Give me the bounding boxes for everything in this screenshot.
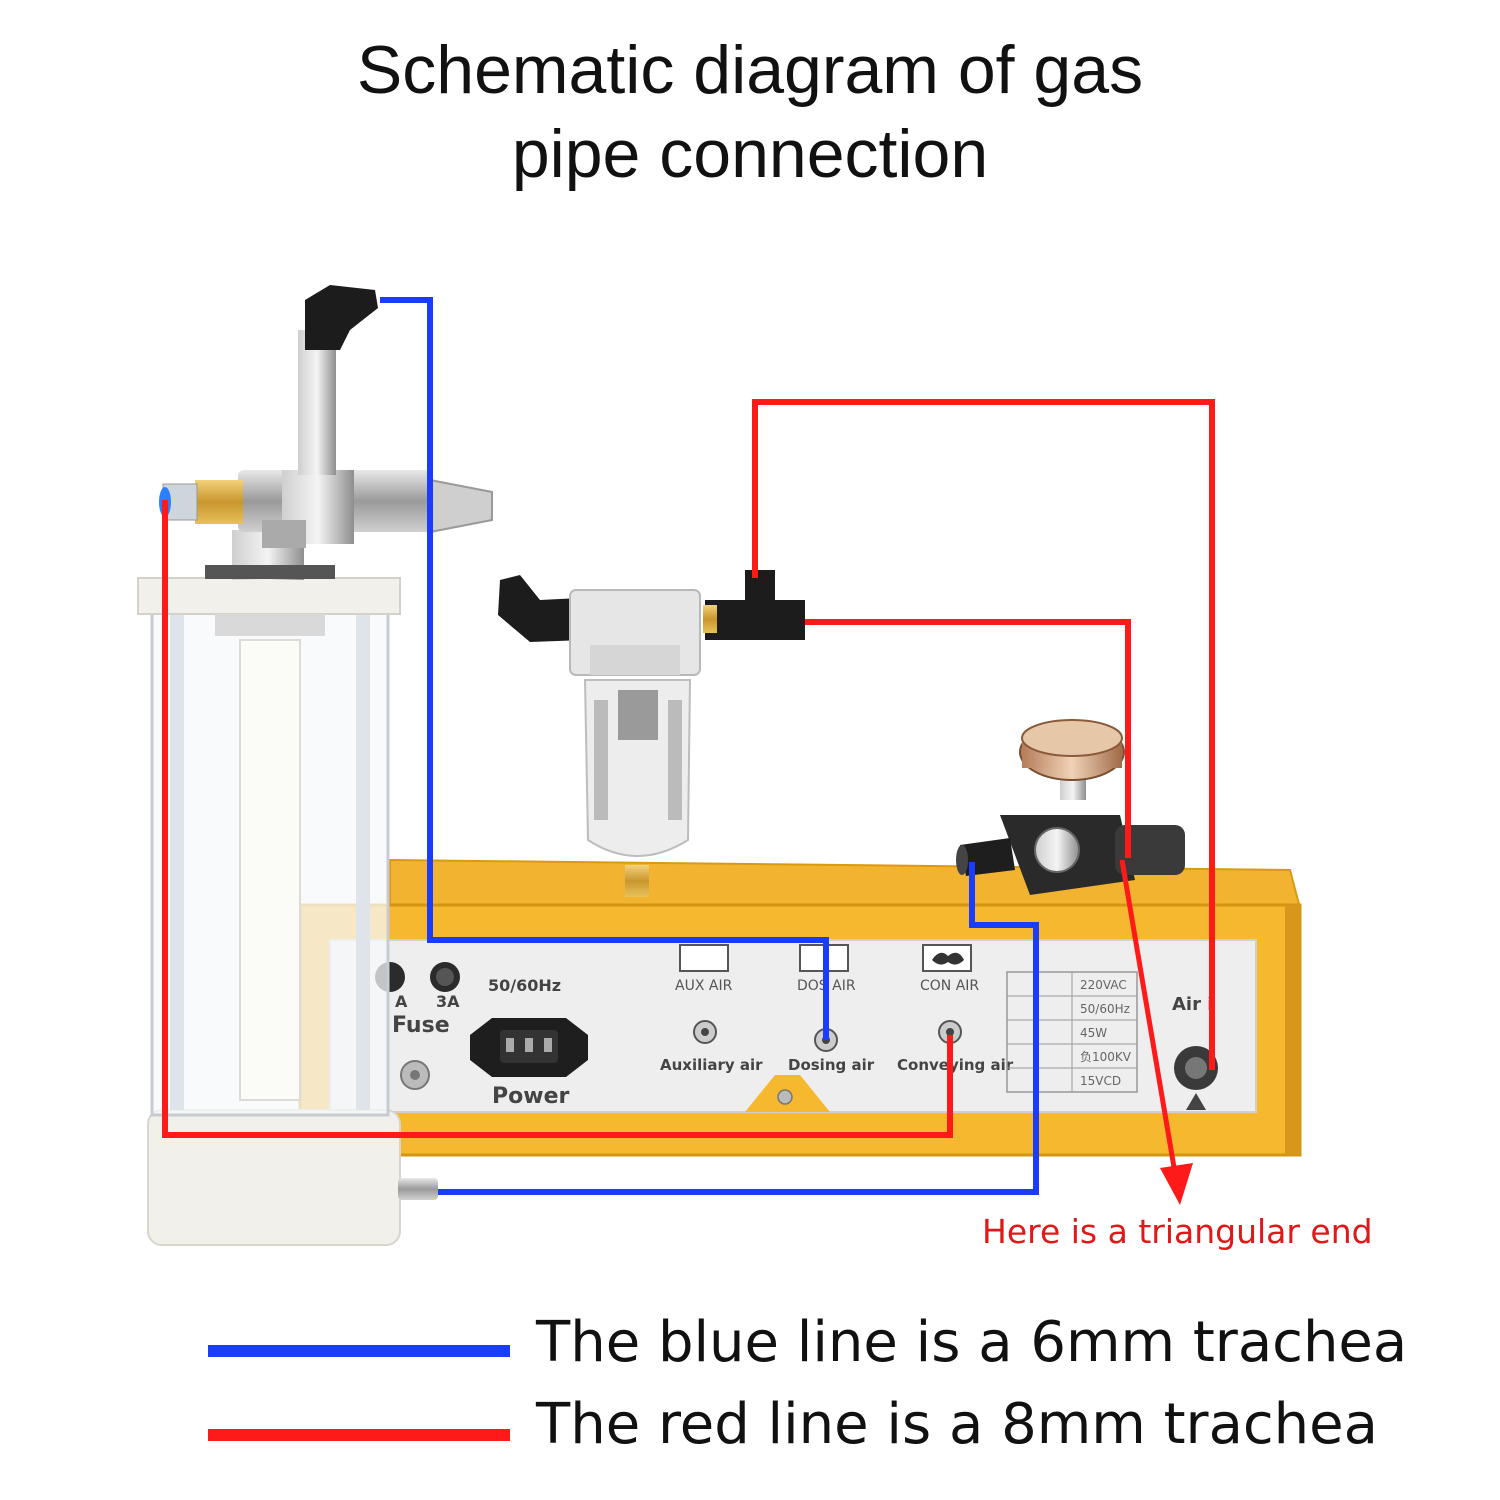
conveying-air-label: Conveying air — [897, 1056, 1014, 1074]
annotation-arrowhead — [1160, 1163, 1193, 1205]
top-elbow-fitting — [305, 285, 378, 350]
power-label: Power — [492, 1084, 569, 1109]
red-tube-injector-to-conveying — [162, 500, 953, 1138]
annotation-arrow-line — [1119, 859, 1180, 1186]
spec-value-3: 45W — [1080, 1026, 1107, 1040]
air-filter — [498, 570, 805, 897]
blue-tube-elbow-to-dosing — [380, 297, 829, 1040]
title-line-1: Schematic diagram of gas — [356, 32, 1144, 108]
spec-value-4: 负100KV — [1080, 1050, 1132, 1064]
spec-value-5: 15VCD — [1080, 1074, 1121, 1088]
legend: The blue line is a 6mm trachea The red l… — [0, 1300, 1500, 1480]
cabinet-side-shade — [1285, 905, 1300, 1155]
tank-top-cap — [137, 577, 401, 615]
legend-red-text: The red line is a 8mm trachea — [536, 1392, 1378, 1457]
brass-connector — [195, 480, 243, 524]
injector-nozzle — [429, 478, 493, 534]
spec-value-2: 50/60Hz — [1080, 1002, 1130, 1016]
legend-red-swatch — [208, 1429, 510, 1441]
triangular-end-label: Here is a triangular end — [982, 1212, 1373, 1251]
vertical-metal-pipe — [298, 330, 336, 475]
triangular-end-annotation: Here is a triangular end — [982, 859, 1373, 1251]
filter-bowl — [583, 679, 692, 857]
title-line-2: pipe connection — [511, 116, 989, 192]
filter-tee — [705, 570, 805, 640]
air-inlet-label: Air i — [1172, 994, 1213, 1015]
fuse-rating-2: 3A — [436, 992, 460, 1011]
blue-tubes — [380, 297, 1039, 1195]
aux-air-label: Auxiliary air — [660, 1056, 763, 1074]
regulator-elbow — [960, 838, 1015, 876]
spec-value-1: 220VAC — [1080, 978, 1127, 992]
diagram-title: Schematic diagram of gas pipe connection — [0, 28, 1500, 196]
air-inlet-arrow-icon — [1186, 1093, 1206, 1110]
aux-air-icon — [679, 944, 729, 972]
powder-injector — [159, 285, 493, 548]
tank-bottom-base — [147, 1109, 401, 1246]
red-tubes — [162, 399, 1215, 1138]
spec-table: 220VAC 50/60Hz 45W 负100KV 15VCD — [1006, 971, 1138, 1093]
red-tube-tee-to-regulator — [805, 619, 1131, 858]
legend-blue-text: The blue line is a 6mm trachea — [536, 1310, 1408, 1375]
legend-blue-swatch — [208, 1345, 510, 1357]
frequency-label: 50/60Hz — [488, 976, 561, 995]
fuse-label: Fuse — [392, 1013, 450, 1038]
fuse-rating-1: A — [395, 992, 408, 1011]
filter-left-elbow — [498, 575, 585, 642]
filter-drain — [625, 865, 649, 897]
blue-tube-regulator-to-tank — [438, 862, 1039, 1195]
con-air-top-label: CON AIR — [920, 978, 979, 994]
pressure-regulator — [956, 719, 1185, 895]
fluidizing-tube — [239, 639, 301, 1101]
control-cabinet: A 3A Fuse 50/60Hz Power AUX AIR Auxiliar… — [298, 858, 1302, 1157]
powder-tank — [137, 530, 438, 1246]
red-tube-tee-to-air-inlet — [752, 399, 1215, 1070]
aux-air-top-label: AUX AIR — [675, 978, 733, 994]
dosing-air-label: Dosing air — [788, 1056, 875, 1074]
